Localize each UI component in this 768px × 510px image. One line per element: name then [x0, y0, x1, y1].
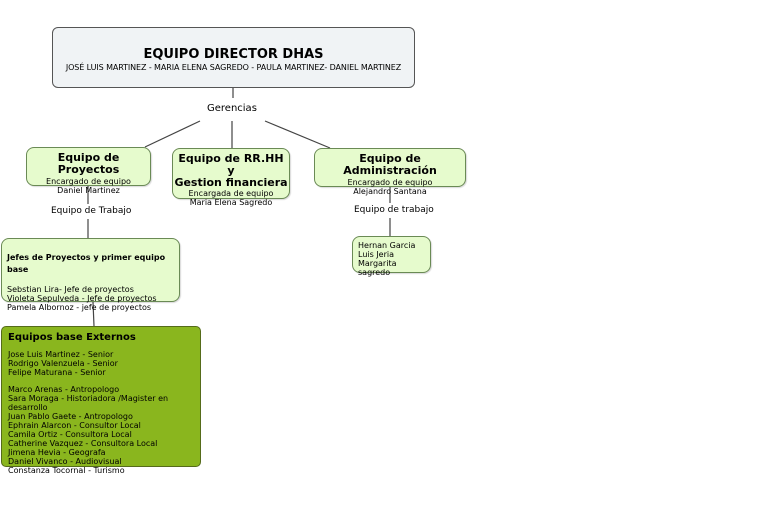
administracion-title: Equipo de Administración [343, 152, 437, 177]
jefes-member: Sebstian Lira- Jefe de proyectos [7, 285, 134, 294]
externos-member: Daniel Vivanco - Audiovisual [8, 457, 122, 466]
externos-member: Jimena Hevia - Geografa [8, 448, 106, 457]
jefes-member: Pamela Albornoz - jefe de proyectos [7, 303, 152, 312]
administracion-person: Alejandro Santana [353, 187, 427, 196]
proyectos-role: Encargado de equipo [46, 177, 131, 186]
director-node: EQUIPO DIRECTOR DHAS JOSÉ LUIS MARTINEZ … [52, 27, 415, 88]
line-jefes-externos [92, 301, 95, 327]
jefes-member: Violeta Sepulveda - Jefe de proyectos [7, 294, 157, 303]
administracion-node: Equipo de Administración Encargado de eq… [314, 148, 466, 196]
administracion-role: Encargado de equipo [347, 178, 433, 187]
director-members: JOSÉ LUIS MARTINEZ - MARIA ELENA SAGREDO… [65, 63, 402, 72]
director-title: EQUIPO DIRECTOR DHAS [143, 47, 324, 62]
rrhh-title-line1: Equipo de RR.HH y [178, 152, 284, 177]
proyectos-node: Equipo de Proyectos Encargado de equipo … [26, 147, 151, 195]
equipo-admin-member: Luis Jeria [358, 250, 395, 259]
externos-member: Constanza Tocornal - Turismo [8, 466, 125, 475]
equipo-trabajo-admin-label: Equipo de trabajo [354, 205, 434, 215]
externos-member: Felipe Maturana - Senior [8, 368, 106, 377]
gerencias-label: Gerencias [207, 103, 257, 114]
rrhh-title-line2: Gestion financiera [174, 176, 288, 189]
externos-node: Equipos base Externos Jose Luis Martinez… [1, 326, 201, 475]
externos-member: Jose Luis Martinez - Senior [8, 350, 114, 359]
proyectos-title: Equipo de Proyectos [57, 151, 120, 176]
rrhh-role: Encargada de equipo [188, 189, 274, 198]
externos-member: Rodrigo Valenzuela - Senior [8, 359, 118, 368]
externos-member: Marco Arenas - Antropologo [8, 385, 120, 394]
proyectos-person: Daniel Martinez [57, 186, 120, 195]
externos-member: Ephrain Alarcon - Consultor Local [8, 421, 141, 430]
equipo-trabajo-proyectos-label: Equipo de Trabajo [51, 206, 132, 216]
equipo-admin-member: Hernan Garcia [358, 241, 416, 250]
rrhh-person: Maria Elena Sagredo [189, 198, 273, 207]
externos-title: Equipos base Externos [8, 332, 136, 343]
externos-member: Sara Moraga - Historiadora /Magister en … [8, 394, 169, 412]
equipo-admin-node: Hernan Garcia Luis Jeria Margarita sagre… [352, 236, 431, 277]
externos-member: Catherine Vazquez - Consultora Local [8, 439, 158, 448]
jefes-node: Jefes de Proyectos y primer equipo base … [1, 238, 180, 312]
externos-member: Camila Ortiz - Consultora Local [8, 430, 132, 439]
line-gerencias-proyectos [144, 120, 201, 148]
equipo-admin-member: Margarita sagredo [358, 259, 397, 277]
jefes-title: Jefes de Proyectos y primer equipo base [7, 253, 166, 274]
line-gerencias-admin [264, 120, 331, 149]
externos-member: Juan Pablo Gaete - Antropologo [8, 412, 133, 421]
rrhh-node: Equipo de RR.HH y Gestion financiera Enc… [172, 148, 290, 207]
